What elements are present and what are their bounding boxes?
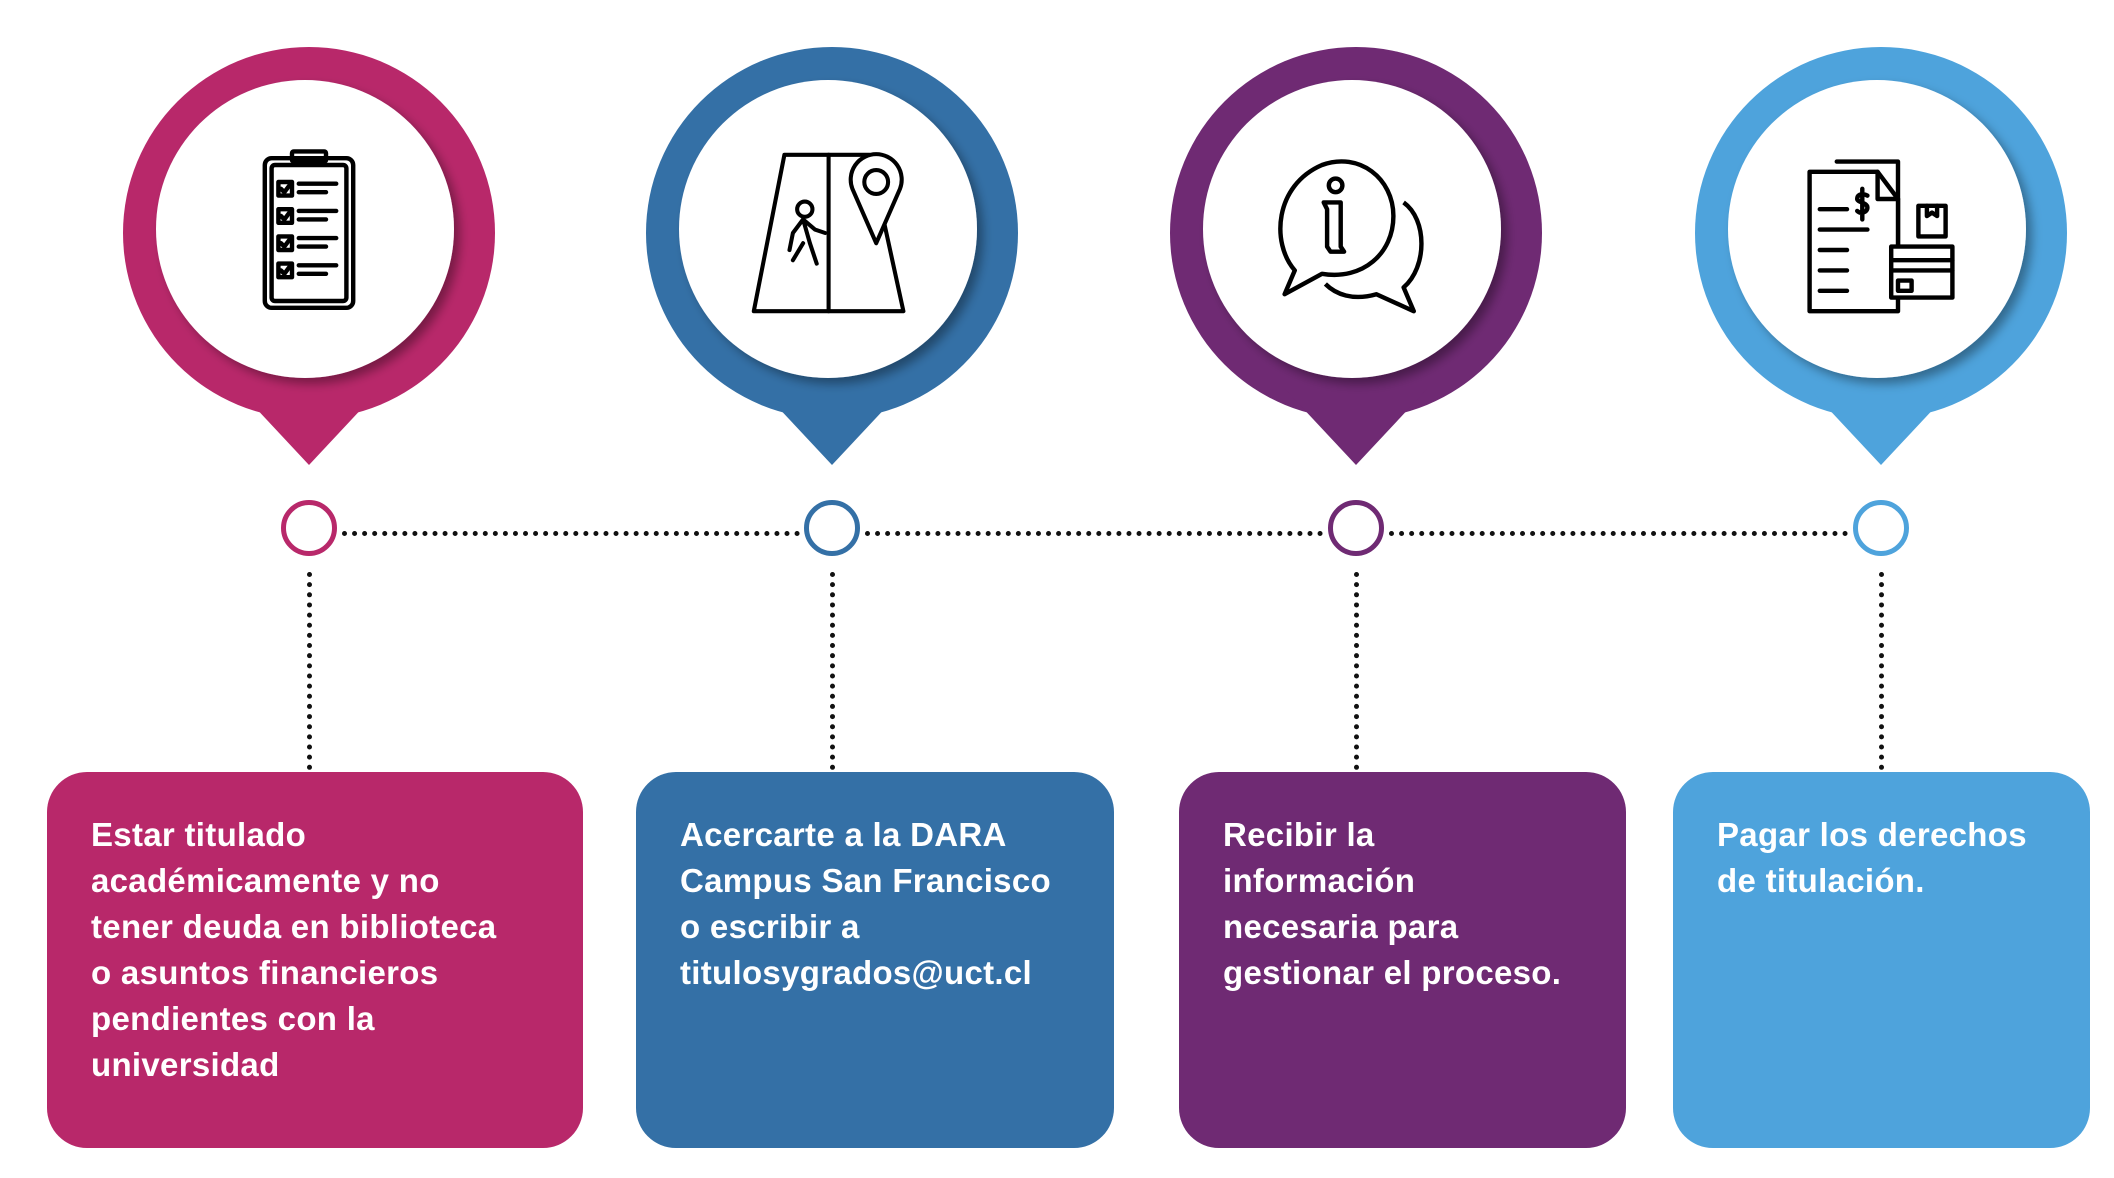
road-location-walker-icon (751, 152, 906, 314)
timeline-node-step-1 (281, 500, 337, 556)
pin-step-1 (123, 47, 495, 465)
step-connector (1879, 572, 1884, 770)
step-connector (1354, 572, 1359, 770)
step-connector (830, 572, 835, 770)
clipboard-checklist-icon (262, 149, 356, 311)
timeline-node-step-2 (804, 500, 860, 556)
timeline-connector (342, 531, 800, 536)
timeline-node-step-4 (1853, 500, 1909, 556)
invoice-payment-card-icon (1807, 159, 1955, 314)
timeline-node-step-3 (1328, 500, 1384, 556)
timeline-connector (865, 531, 1323, 536)
info-chat-bubbles-icon (1278, 159, 1424, 314)
step-connector (307, 572, 312, 770)
timeline-connector (1389, 531, 1848, 536)
email-link[interactable]: titulosygrados@uct.cl (680, 954, 1033, 991)
